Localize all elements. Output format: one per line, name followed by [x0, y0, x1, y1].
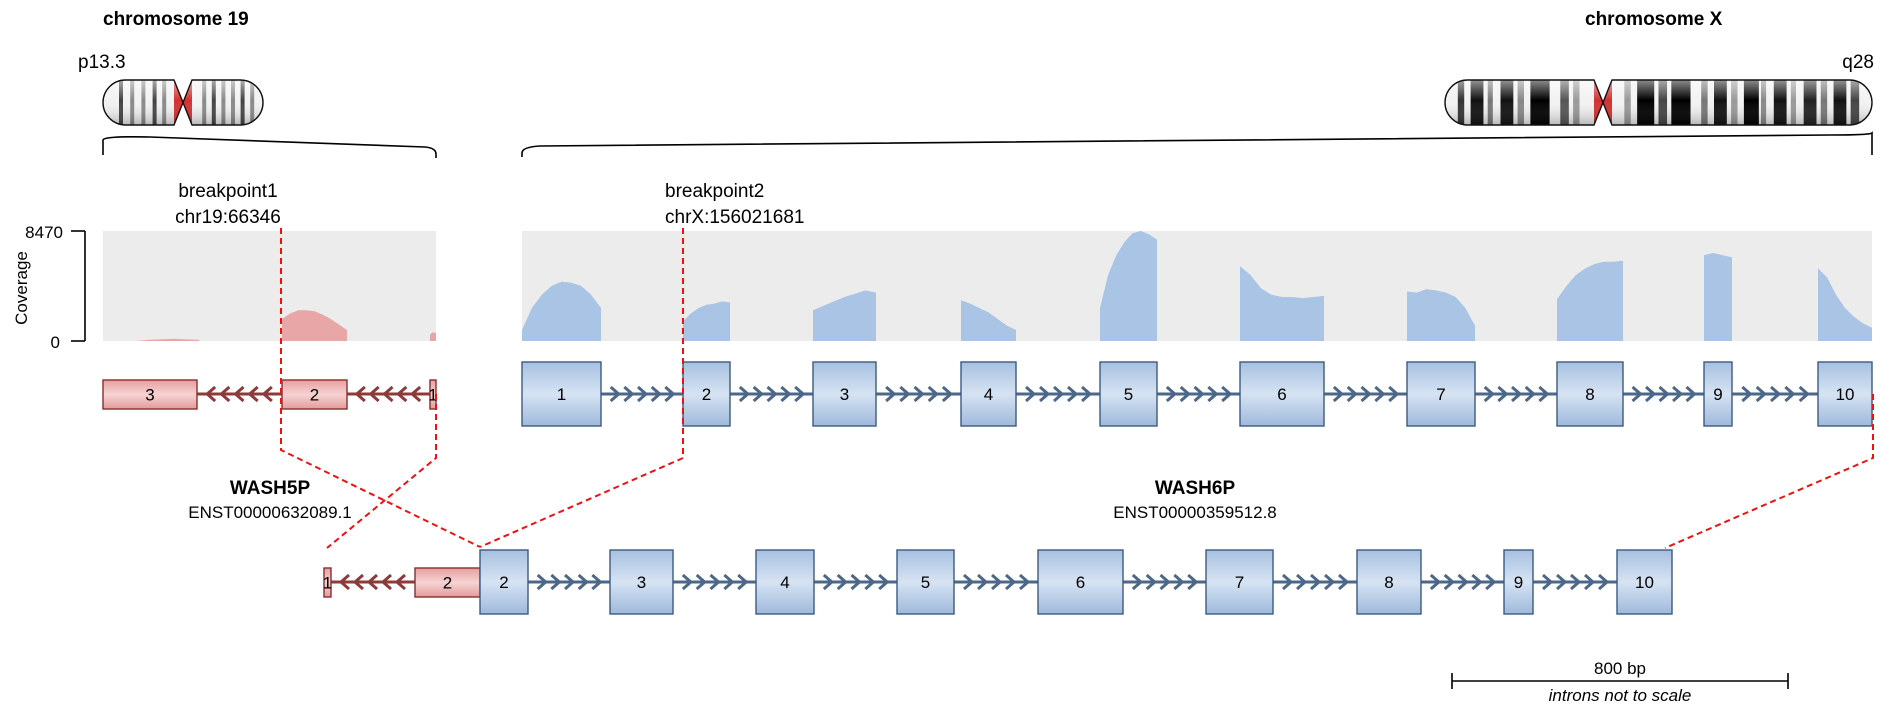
- chromosome-left-band-label: p13.3: [78, 52, 126, 73]
- exon-label: 2: [702, 385, 711, 404]
- gene1-transcript: ENST00000632089.1: [188, 503, 352, 522]
- fusion-gene1-exon-2: 2: [415, 568, 480, 597]
- gene2-track: 1 2 3 4 5 6 7 8 9 10: [522, 362, 1872, 426]
- gene1-exon-3: 3: [103, 380, 197, 409]
- exon-label: 7: [1436, 385, 1445, 404]
- exon-label: 8: [1384, 573, 1393, 592]
- coverage-axis-label: Coverage: [12, 251, 31, 325]
- exon-label: 9: [1713, 385, 1722, 404]
- exon-label: 10: [1836, 385, 1855, 404]
- exon-label: 4: [984, 385, 993, 404]
- breakpoint2-position: chrX:156021681: [665, 207, 804, 228]
- exon-label: 7: [1235, 573, 1244, 592]
- exon-label: 8: [1585, 385, 1594, 404]
- chromosome-19-ideogram: [103, 80, 263, 125]
- exon-label: 5: [921, 573, 930, 592]
- exon-label: 6: [1076, 573, 1085, 592]
- chromosome-right-band-label: q28: [1842, 52, 1874, 73]
- fusion-gene2-exon-7: 7: [1206, 550, 1273, 614]
- gene2-exon-8: 8: [1557, 362, 1623, 426]
- exon-label: 5: [1124, 385, 1133, 404]
- gene2-exon-5: 5: [1100, 362, 1157, 426]
- exon-label: 2: [499, 573, 508, 592]
- fusion-gene1-exon-1: 1: [323, 568, 332, 597]
- exon-label: 1: [557, 385, 566, 404]
- fusion-transcript-track: 1 2 2 3 4 5 6 7 8 9 10: [323, 550, 1672, 614]
- breakpoint1-position: chr19:66346: [175, 207, 281, 228]
- fusion-gene2-exon-8: 8: [1357, 550, 1421, 614]
- exon-label: 2: [310, 386, 319, 405]
- fusion-gene2-exon-3: 3: [610, 550, 673, 614]
- breakpoint1-label: breakpoint1: [178, 181, 277, 202]
- coverage-max-tick: 8470: [25, 223, 63, 242]
- scale-bar-note: introns not to scale: [1549, 686, 1692, 705]
- gene1-end-line: [327, 394, 436, 548]
- fusion-gene2-exon-10: 10: [1617, 550, 1672, 614]
- gene2-exon-4: 4: [961, 362, 1016, 426]
- gene2-name: WASH6P: [1155, 478, 1236, 499]
- gene2-exon-10: 10: [1818, 362, 1872, 426]
- gene2-exon-3: 3: [813, 362, 876, 426]
- chromosome-left-title: chromosome 19: [103, 9, 249, 30]
- gene1-exon-2: 2: [282, 380, 347, 409]
- fusion-gene2-exon-9: 9: [1504, 550, 1533, 614]
- exon-label: 3: [637, 573, 646, 592]
- exon-label: 9: [1514, 573, 1523, 592]
- scale-bar: 800 bp introns not to scale: [1452, 659, 1788, 705]
- coverage-axis: 8470 0 Coverage: [12, 223, 85, 352]
- chromosome-right-title: chromosome X: [1585, 9, 1723, 30]
- fusion-gene2-exon-6: 6: [1038, 550, 1123, 614]
- gene2-exon-2: 2: [683, 362, 730, 426]
- fusion-gene2-exon-5: 5: [897, 550, 954, 614]
- exon-label: 6: [1277, 385, 1286, 404]
- coverage-peak: [1704, 253, 1732, 341]
- gene2-exon-9: 9: [1704, 362, 1732, 426]
- gene2-exon-7: 7: [1407, 362, 1475, 426]
- exon-label: 2: [443, 574, 452, 593]
- gene2-transcript: ENST00000359512.8: [1113, 503, 1277, 522]
- gene2-exon-1: 1: [522, 362, 601, 426]
- coverage-min-tick: 0: [51, 333, 60, 352]
- scale-bar-label: 800 bp: [1594, 659, 1646, 678]
- breakpoint2-label: breakpoint2: [665, 181, 764, 202]
- zoom-bracket-left: [103, 137, 436, 158]
- gene1-name: WASH5P: [230, 478, 311, 499]
- chromosome-x-ideogram: [1445, 80, 1872, 125]
- exon-label: 1: [323, 574, 332, 593]
- exon-label: 10: [1635, 573, 1654, 592]
- fusion-gene2-exon-2: 2: [480, 550, 528, 614]
- fusion-gene2-exon-4: 4: [756, 550, 814, 614]
- exon-label: 4: [780, 573, 789, 592]
- zoom-bracket-right: [522, 133, 1872, 157]
- coverage-background-gene1: [103, 231, 436, 341]
- exon-label: 3: [145, 386, 154, 405]
- gene2-exon-6: 6: [1240, 362, 1324, 426]
- exon-label: 3: [840, 385, 849, 404]
